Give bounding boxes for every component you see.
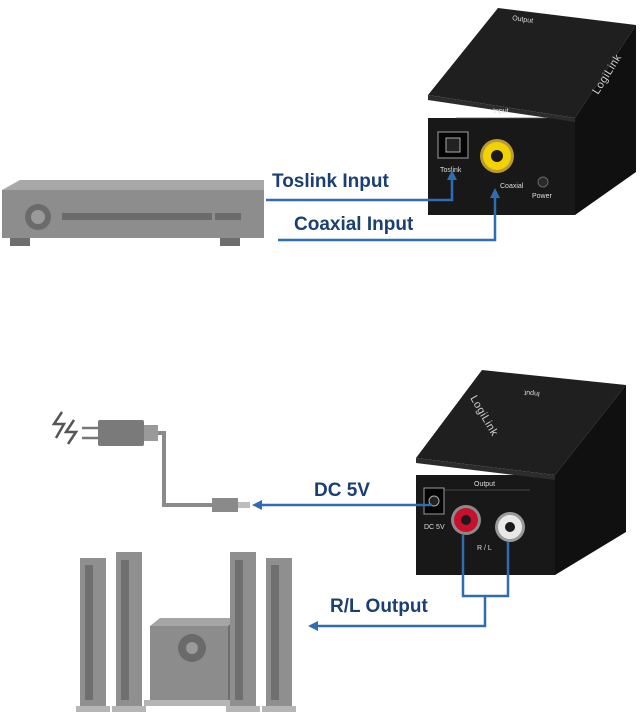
output-label-bottom: Output xyxy=(474,481,495,488)
rear-label-top: Output xyxy=(512,15,534,25)
coaxial-port-label: Coaxial xyxy=(500,183,524,190)
toslink-port-label: Toslink xyxy=(440,167,462,174)
coaxial-port xyxy=(480,139,514,173)
dvd-player-icon xyxy=(2,180,264,246)
speaker-system-icon xyxy=(76,552,296,712)
rl-port-label: R / L xyxy=(477,545,492,552)
rear-label-bottom: Input xyxy=(524,389,540,397)
converter-box-top: LogiLink Output Input Toslink Coaxial Po… xyxy=(428,8,636,215)
rca-white-port xyxy=(495,512,525,542)
dc-jack xyxy=(423,487,445,515)
coaxial-input-label: Coaxial Input xyxy=(294,214,414,235)
toslink-input-label: Toslink Input xyxy=(272,171,389,192)
dc-5v-label: DC 5V xyxy=(314,480,370,501)
bottom-wires xyxy=(252,500,510,631)
power-plug-icon xyxy=(82,420,250,512)
input-label-top: Input xyxy=(493,108,509,115)
electricity-icon xyxy=(51,411,79,445)
power-led-icon xyxy=(537,176,549,188)
converter-box-bottom: LogiLink Input Output DC 5V R / L xyxy=(416,370,626,575)
dc-port-label: DC 5V xyxy=(424,524,445,531)
power-label: Power xyxy=(532,193,553,200)
rl-output-label: R/L Output xyxy=(330,596,428,617)
toslink-port xyxy=(437,131,469,159)
rca-red-port xyxy=(451,505,481,535)
top-wires xyxy=(266,170,500,242)
